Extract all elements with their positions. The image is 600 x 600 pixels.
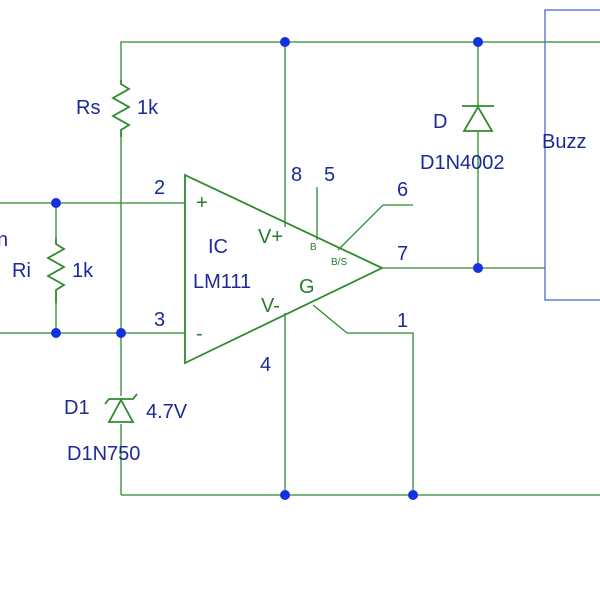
- diode-part: D1N4002: [420, 152, 505, 174]
- input-label: n: [0, 229, 8, 251]
- wires: [0, 41, 600, 496]
- ic-ground: G: [299, 276, 315, 298]
- wire-pin6: [337, 204, 413, 251]
- wire-ground-pin: [312, 304, 414, 495]
- pin-2: 2: [154, 177, 165, 199]
- wire-top-rail: [120, 41, 600, 80]
- junction-top-vplus: [280, 37, 290, 47]
- junction-top-diode: [473, 37, 483, 47]
- zener-name: D1: [64, 397, 90, 419]
- ic-part: LM111: [193, 271, 251, 293]
- ic-labels: + - IC LM111 V+ V- G B B/S: [193, 192, 347, 345]
- junction-ri-bottom: [51, 328, 61, 338]
- resistor-rs: [111, 80, 131, 137]
- pin-7: 7: [397, 243, 408, 265]
- ic-vminus: V-: [261, 295, 280, 317]
- zener-part: D1N750: [67, 443, 140, 465]
- rs-name: Rs: [76, 97, 100, 119]
- ri-value: 1k: [72, 260, 94, 282]
- junction-bottom-vminus: [280, 490, 290, 500]
- diode-d: [462, 105, 494, 132]
- pin-4: 4: [260, 354, 271, 376]
- pin-3: 3: [154, 309, 165, 331]
- ri-name: Ri: [12, 260, 31, 282]
- pin-8: 8: [291, 164, 302, 186]
- ic-balance-strobe: B/S: [331, 257, 347, 268]
- zener-value: 4.7V: [146, 401, 188, 423]
- buzzer-label: Buzz: [542, 131, 586, 153]
- ic-minus: -: [196, 323, 203, 345]
- pin-1: 1: [397, 310, 408, 332]
- diode-name: D: [433, 111, 447, 133]
- zener-diode-d1: [104, 393, 138, 423]
- junction-bottom-ground: [408, 490, 418, 500]
- component-labels: Rs 1k Ri 1k n D1 4.7V D1N750 D D1N4002 B…: [0, 97, 586, 465]
- pin-6: 6: [397, 179, 408, 201]
- buzzer-box: [544, 9, 600, 301]
- resistor-ri: [46, 238, 66, 303]
- junctions: [51, 37, 483, 500]
- junction-minus-node: [116, 328, 126, 338]
- ic-plus: +: [196, 192, 208, 214]
- ic-vplus: V+: [258, 226, 283, 248]
- rs-value: 1k: [137, 97, 159, 119]
- ic-balance: B: [310, 242, 317, 253]
- ic-lm111-triangle: [184, 173, 385, 365]
- pin-numbers: 2 3 8 5 6 7 1 4: [154, 164, 408, 376]
- ic-name: IC: [208, 236, 228, 258]
- junction-ri-top: [51, 198, 61, 208]
- junction-output: [473, 263, 483, 273]
- pin-5: 5: [324, 164, 335, 186]
